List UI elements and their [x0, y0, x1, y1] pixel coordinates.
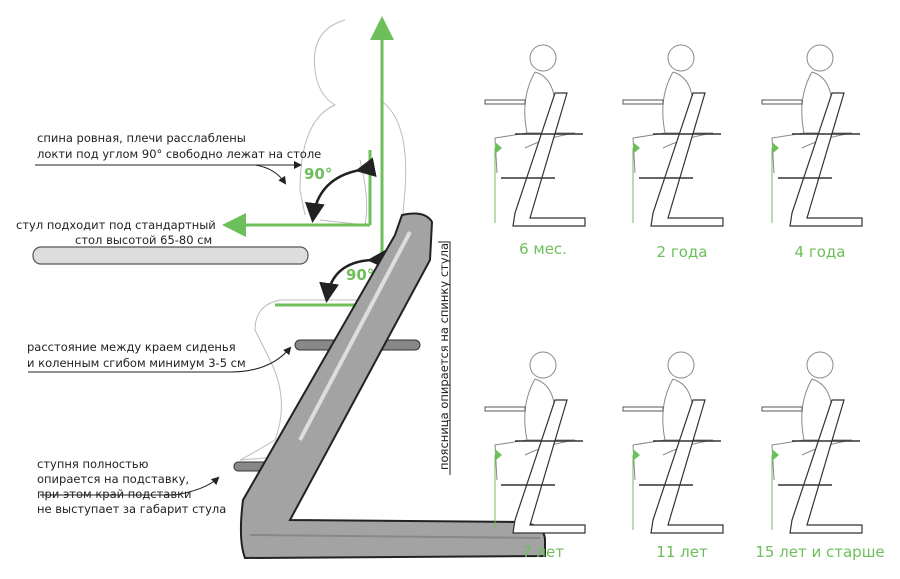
age-label-7-years: 7 лет	[522, 543, 564, 561]
chair-stage-15-plus	[761, 351, 863, 534]
note-back-line1: спина ровная, плечи расслаблены	[37, 131, 246, 145]
chair-stage-11-years	[622, 351, 724, 534]
note-knee-line1: расстояние между краем сиденья	[27, 340, 236, 354]
note-foot-line2: опирается на подставку,	[37, 472, 190, 486]
elbow-angle-arrow	[304, 157, 377, 223]
chair-stage-4-years	[761, 44, 863, 227]
note-foot-line3: при этом край подставки	[37, 487, 192, 501]
note-knee-line2: и коленным сгибом минимум 3-5 см	[27, 356, 246, 370]
age-label-6-months: 6 мес.	[519, 240, 567, 258]
chair-stage-6-months	[484, 44, 586, 227]
age-label-15-plus: 15 лет и старше	[755, 543, 885, 561]
table-top	[32, 246, 309, 265]
note-back-line2: локти под углом 90° свободно лежат на ст…	[37, 147, 322, 161]
callout-lines	[28, 161, 451, 496]
age-label-2-years: 2 года	[656, 243, 708, 261]
hip-angle-arrow	[319, 249, 388, 303]
age-label-4-years: 4 года	[794, 243, 846, 261]
note-table-line2: стол высотой 65-80 см	[75, 233, 213, 247]
age-label-11-years: 11 лет	[656, 543, 708, 561]
hip-angle-label: 90°	[346, 266, 375, 284]
elbow-angle-label: 90°	[304, 165, 333, 183]
note-table-line1: стул подходит под стандартный	[16, 218, 216, 232]
chair-stage-7-years	[484, 351, 586, 534]
note-lumbar: поясница опирается на спинку стула	[437, 242, 451, 470]
note-foot-line4: не выступает за габарит стула	[37, 502, 227, 516]
chair-large	[233, 212, 546, 560]
chair-stage-2-years	[622, 44, 724, 227]
note-foot-line1: ступня полностью	[37, 457, 149, 471]
